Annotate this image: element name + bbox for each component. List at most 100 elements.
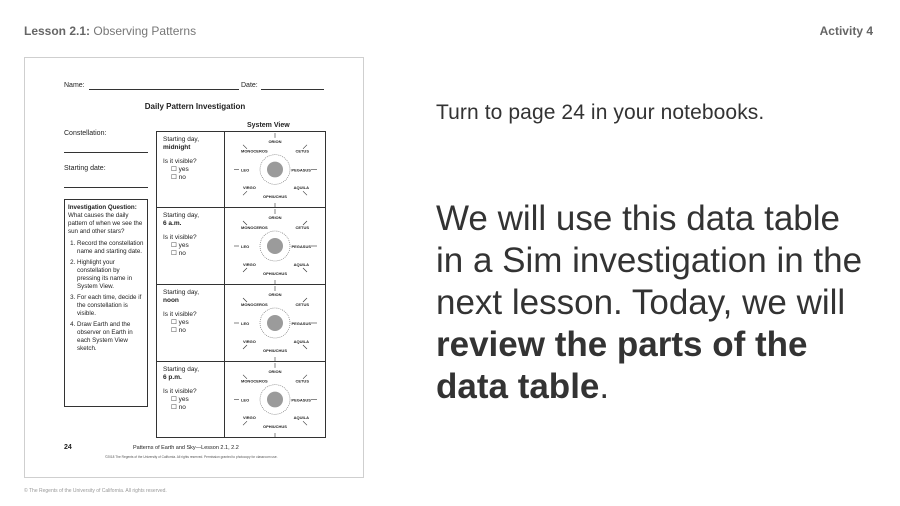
constellation-monoceros: MONOCEROS [241,225,268,230]
northeast-arrow-icon [302,297,308,303]
northeast-arrow-icon [302,220,308,226]
document-title: Daily Pattern Investigation [144,102,246,111]
constellation-monoceros: MONOCEROS [241,302,268,307]
northwest-arrow-icon [242,297,248,303]
copyright-notice: © The Regents of the University of Calif… [24,488,167,494]
constellation-aquila: AQUILA [294,339,309,344]
investigation-step: Highlight your constellation by pressing… [77,259,144,291]
constellation-monoceros: MONOCEROS [241,379,268,384]
visible-question: Is it visible? [163,388,197,395]
constellation-leo: LEO [241,398,249,403]
constellation-pegasus: PEGASUS [291,244,311,249]
date-label: Date: [241,82,258,89]
time-label: noon [163,297,179,304]
name-line [89,89,239,90]
table-row-noon: Starting day, noon Is it visible? ☐ yes … [157,285,325,362]
table-row-6am: Starting day, 6 a.m. Is it visible? ☐ ye… [157,208,325,285]
starting-date-line [64,187,148,188]
southeast-arrow-icon [302,191,308,196]
no-label: no [178,250,186,257]
no-checkbox-option: ☐ no [171,327,186,334]
constellation-pegasus: PEGASUS [291,168,311,173]
constellation-line [64,152,148,153]
row-label-cell: Starting day, noon Is it visible? ☐ yes … [157,285,225,361]
time-label: 6 a.m. [163,220,182,227]
orbit-ring [259,154,291,185]
yes-label: yes [178,396,189,403]
lesson-prefix: Lesson 2.1: [24,24,91,38]
sun-icon [267,315,283,331]
body-text-suffix: . [599,367,610,406]
starting-day-label: Starting day, [163,366,200,373]
constellation-pegasus: PEGASUS [291,321,311,326]
starting-day-label: Starting day, [163,212,200,219]
southeast-arrow-icon [302,344,308,350]
northwest-arrow-icon [242,144,248,149]
no-checkbox-option: ☐ no [171,250,186,257]
sun-icon [267,238,283,254]
investigation-steps: Record the constellation name and starti… [77,240,144,353]
activity-label: Activity 4 [819,24,873,38]
table-row-midnight: Starting day, midnight Is it visible? ☐ … [157,132,325,208]
body-text-bold: review the parts of the data table [436,325,808,406]
constellation-cetus: CETUS [295,379,309,384]
yes-label: yes [178,242,189,249]
yes-checkbox-option: ☐ yes [171,319,189,326]
investigation-step: Record the constellation name and starti… [77,240,144,256]
constellation-virgo: VIRGO [243,339,256,344]
yes-checkbox-option: ☐ yes [171,396,189,403]
yes-label: yes [178,166,189,173]
body-text-prefix: We will use this data table in a Sim inv… [436,199,863,322]
investigation-question: What causes the daily pattern of when we… [68,212,143,235]
visible-question: Is it visible? [163,158,197,165]
notebook-page-image: Name: Date: Daily Pattern Investigation … [24,57,364,478]
constellation-virgo: VIRGO [243,415,256,420]
visible-question: Is it visible? [163,234,197,241]
constellation-leo: LEO [241,168,249,173]
investigation-question-box: Investigation Question: What causes the … [64,199,148,407]
southeast-arrow-icon [302,267,308,273]
no-label: no [178,404,186,411]
constellation-leo: LEO [241,321,249,326]
constellation-orion: ORION [268,139,281,144]
row-label-cell: Starting day, 6 a.m. Is it visible? ☐ ye… [157,208,225,284]
investigation-step: Draw Earth and the observer on Earth in … [77,321,144,353]
row-label-cell: Starting day, midnight Is it visible? ☐ … [157,132,225,207]
turn-to-page-instruction: Turn to page 24 in your notebooks. [436,101,765,124]
southwest-arrow-icon [242,267,248,273]
orbit-ring [259,307,291,339]
no-checkbox-option: ☐ no [171,174,186,181]
constellation-cetus: CETUS [295,302,309,307]
orbit-ring [259,384,291,415]
constellation-pegasus: PEGASUS [291,398,311,403]
constellation-ophiuchus: OPHIUCHUS [263,348,287,353]
constellation-virgo: VIRGO [243,262,256,267]
constellation-ophiuchus: OPHIUCHUS [263,424,287,429]
lesson-body-text: We will use this data table in a Sim inv… [436,198,876,408]
data-table-grid: Starting day, midnight Is it visible? ☐ … [156,131,326,438]
southeast-arrow-icon [302,421,308,426]
sun-icon [267,161,283,178]
page-footer-copyright: ©2018 The Regents of the University of C… [105,455,278,459]
time-label: 6 p.m. [163,374,182,381]
northwest-arrow-icon [242,220,248,226]
investigation-step: For each time, decide if the constellati… [77,294,144,318]
table-row-6pm: Starting day, 6 p.m. Is it visible? ☐ ye… [157,362,325,437]
southwest-arrow-icon [242,344,248,350]
northwest-arrow-icon [242,374,248,379]
no-checkbox-option: ☐ no [171,404,186,411]
constellation-orion: ORION [268,292,281,297]
system-view-label: System View [247,122,290,129]
no-label: no [178,327,186,334]
lesson-label: Lesson 2.1: Observing Patterns [24,24,196,38]
northeast-arrow-icon [302,144,308,149]
southwest-arrow-icon [242,421,248,426]
starting-day-label: Starting day, [163,136,200,143]
no-label: no [178,174,186,181]
lesson-title: Observing Patterns [93,24,197,38]
northeast-arrow-icon [302,374,308,379]
starting-date-label: Starting date: [64,165,106,172]
